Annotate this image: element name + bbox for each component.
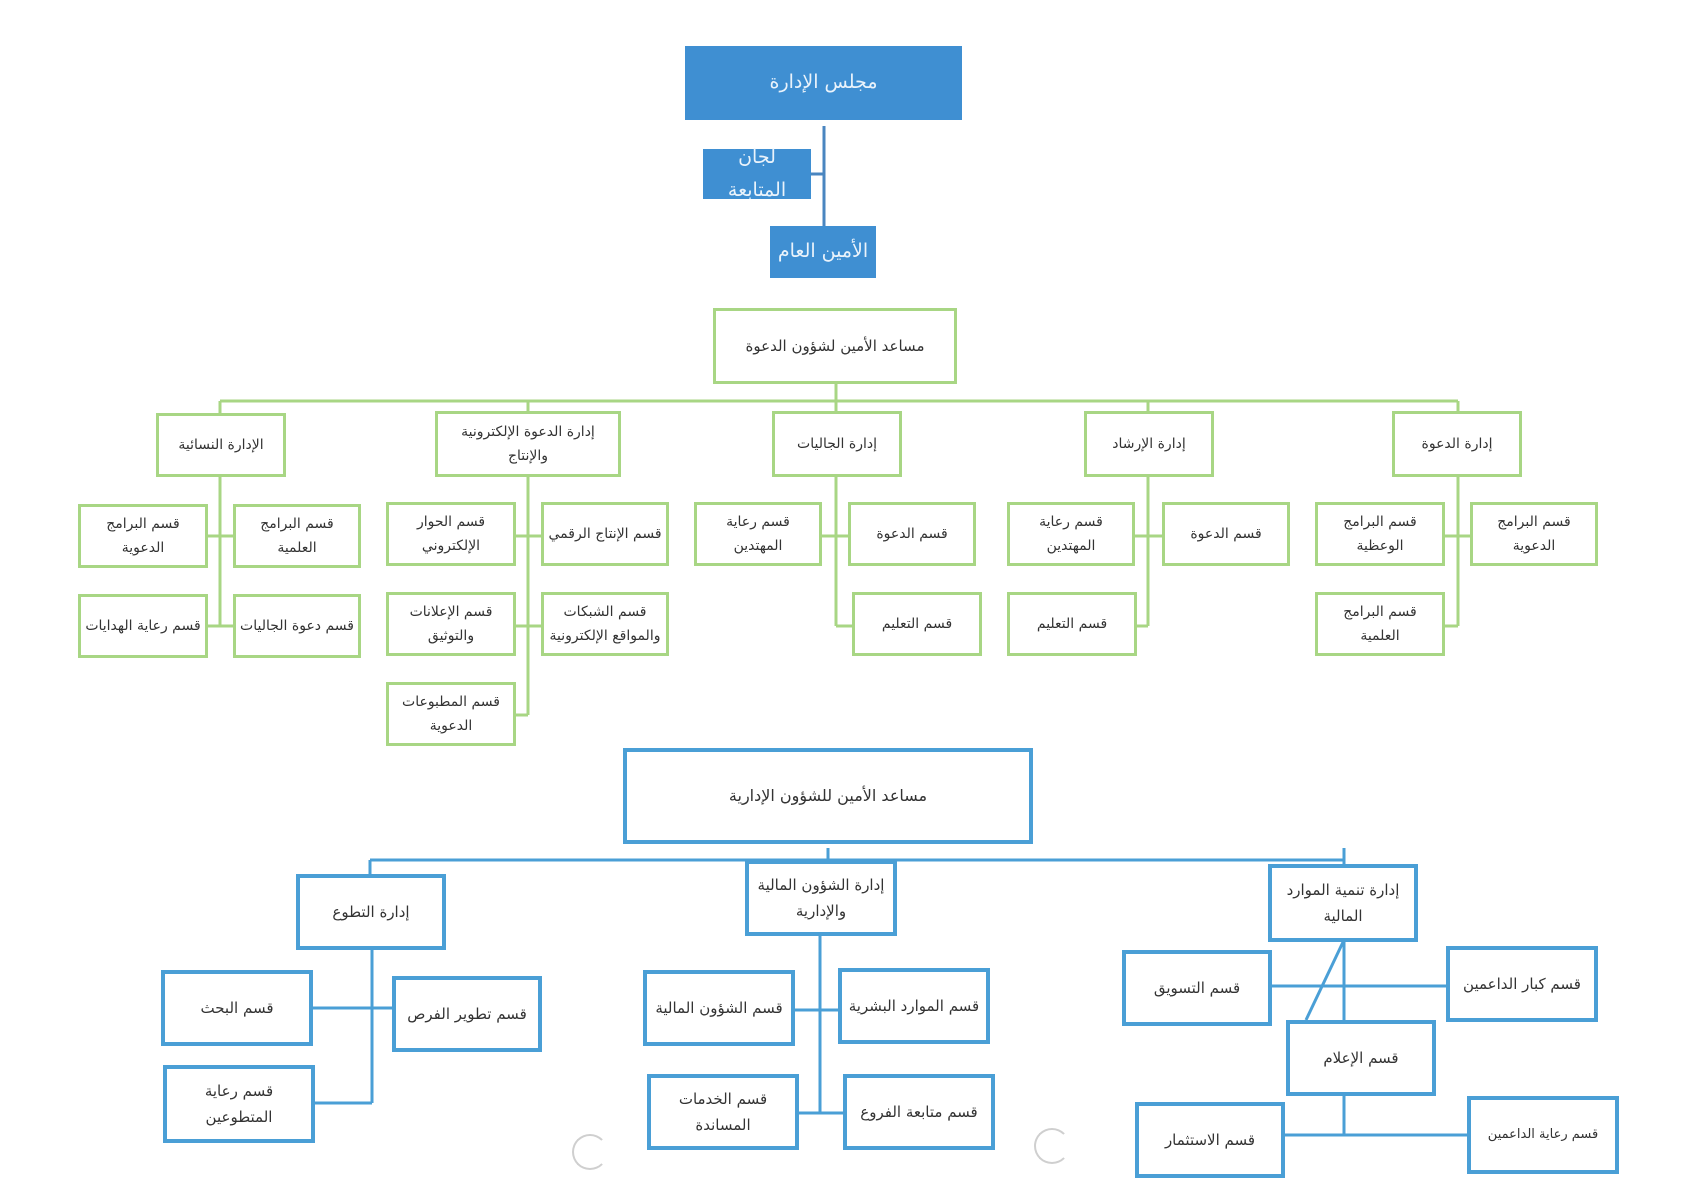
section-box: قسم البحث	[161, 970, 313, 1046]
section-label: قسم الدعوة	[876, 525, 948, 542]
section-box: قسم التعليم	[1007, 592, 1137, 656]
section-label: قسم الإعلام	[1323, 1048, 1399, 1067]
section-label: قسم الخدمات المساندة	[678, 1089, 768, 1134]
section-label: قسم الإنتاج الرقمي	[548, 525, 662, 542]
section-box: قسم الإنتاج الرقمي	[541, 502, 669, 566]
section-label: قسم رعاية الهدايات	[85, 617, 201, 634]
section-label: قسم الحوار الإلكتروني	[416, 513, 486, 555]
dept-electronic-label: إدارة الدعوة الإلكترونية والإنتاج	[461, 423, 595, 465]
dept-resources-box: إدارة تنمية الموارد المالية	[1268, 864, 1418, 942]
section-box: قسم البرامج العلمية	[1315, 592, 1445, 656]
committees-box: لجان المتابعة	[703, 146, 811, 201]
section-label: قسم تطوير الفرص	[407, 1004, 527, 1023]
dawah-assistant-box: مساعد الأمين لشؤون الدعوة	[713, 308, 957, 384]
section-box: قسم الخدمات المساندة	[647, 1074, 799, 1150]
dept-finance-box: إدارة الشؤون المالية والإدارية	[745, 860, 897, 936]
section-box: قسم متابعة الفروع	[843, 1074, 995, 1150]
section-box: قسم كبار الداعمين	[1446, 946, 1598, 1022]
section-box: قسم الشؤون المالية	[643, 970, 795, 1046]
section-label: قسم كبار الداعمين	[1463, 974, 1581, 993]
section-box: قسم رعاية المهتدين	[1007, 502, 1135, 566]
section-box: قسم الاستثمار	[1135, 1102, 1285, 1178]
section-box: قسم رعاية الداعمين	[1467, 1096, 1619, 1174]
dept-electronic-box: إدارة الدعوة الإلكترونية والإنتاج	[435, 411, 621, 477]
section-box: قسم رعاية الهدايات	[78, 594, 208, 658]
section-label: قسم دعوة الجاليات	[240, 617, 354, 634]
section-label: قسم البرامج العلمية	[1343, 603, 1417, 645]
committees-label: لجان المتابعة	[727, 145, 787, 201]
section-label: قسم التعليم	[881, 615, 953, 632]
section-box: قسم البرامج الدعوية	[1470, 502, 1598, 566]
section-label: قسم البرامج الوعظية	[1343, 513, 1417, 555]
section-label: قسم متابعة الفروع	[860, 1102, 978, 1121]
section-label: قسم المطبوعات الدعوية	[402, 693, 500, 735]
section-label: قسم التسويق	[1153, 978, 1241, 997]
section-box: قسم رعاية المهتدين	[694, 502, 822, 566]
section-box: قسم المطبوعات الدعوية	[386, 682, 516, 746]
board-label: مجلس الإدارة	[769, 71, 878, 94]
dept-resources-label: إدارة تنمية الموارد المالية	[1286, 880, 1400, 925]
secretary-general-label: الأمين العام	[777, 240, 869, 263]
secretary-general-box: الأمين العام	[770, 226, 876, 278]
section-box: قسم الحوار الإلكتروني	[386, 502, 516, 566]
dept-volunteer-box: إدارة التطوع	[296, 874, 446, 950]
dept-communities-box: إدارة الجاليات	[772, 411, 902, 477]
section-box: قسم تطوير الفرص	[392, 976, 542, 1052]
section-box: قسم الدعوة	[848, 502, 976, 566]
dept-volunteer-label: إدارة التطوع	[332, 902, 410, 921]
section-label: قسم البحث	[200, 998, 274, 1017]
section-label: قسم رعاية الداعمين	[1487, 1126, 1599, 1142]
section-label: قسم الشؤون المالية	[655, 998, 783, 1017]
dawah-assistant-label: مساعد الأمين لشؤون الدعوة	[745, 336, 925, 355]
punch-hole-mark	[572, 1134, 608, 1170]
section-box: قسم البرامج الدعوية	[78, 504, 208, 568]
section-label: قسم الإعلانات والتوثيق	[409, 603, 493, 645]
section-box: قسم التسويق	[1122, 950, 1272, 1026]
section-box: قسم رعاية المتطوعين	[163, 1065, 315, 1143]
section-box: قسم البرامج العلمية	[233, 504, 361, 568]
section-label: قسم الاستثمار	[1164, 1130, 1256, 1149]
section-box: قسم البرامج الوعظية	[1315, 502, 1445, 566]
section-box: قسم الإعلام	[1286, 1020, 1436, 1096]
section-box: قسم الشبكات والمواقع الإلكترونية	[541, 592, 669, 656]
section-box: قسم دعوة الجاليات	[233, 594, 361, 658]
dept-dawah-box: إدارة الدعوة	[1392, 411, 1522, 477]
section-label: قسم الموارد البشرية	[848, 996, 980, 1015]
section-label: قسم البرامج الدعوية	[106, 515, 180, 557]
section-label: قسم التعليم	[1036, 615, 1108, 632]
section-label: قسم رعاية المتطوعين	[204, 1081, 274, 1126]
section-label: قسم البرامج الدعوية	[1497, 513, 1571, 555]
admin-assistant-box: مساعد الأمين للشؤون الإدارية	[623, 748, 1033, 844]
dept-dawah-label: إدارة الدعوة	[1421, 435, 1493, 452]
section-box: قسم الدعوة	[1162, 502, 1290, 566]
section-box: قسم الموارد البشرية	[838, 968, 990, 1044]
dept-communities-label: إدارة الجاليات	[797, 435, 877, 452]
dept-women-box: الإدارة النسائية	[156, 413, 286, 477]
punch-hole-mark	[1034, 1128, 1070, 1164]
admin-assistant-label: مساعد الأمين للشؤون الإدارية	[728, 786, 928, 805]
section-label: قسم رعاية المهتدين	[1039, 513, 1103, 555]
dept-irshad-box: إدارة الإرشاد	[1084, 411, 1214, 477]
section-label: قسم الشبكات والمواقع الإلكترونية	[549, 603, 661, 645]
dept-women-label: الإدارة النسائية	[178, 436, 264, 453]
section-label: قسم رعاية المهتدين	[726, 513, 790, 555]
section-box: قسم التعليم	[852, 592, 982, 656]
section-label: قسم الدعوة	[1190, 525, 1262, 542]
board-box: مجلس الإدارة	[685, 46, 962, 120]
section-box: قسم الإعلانات والتوثيق	[386, 592, 516, 656]
dept-irshad-label: إدارة الإرشاد	[1112, 435, 1186, 452]
dept-finance-label: إدارة الشؤون المالية والإدارية	[757, 875, 885, 920]
section-label: قسم البرامج العلمية	[260, 515, 334, 557]
